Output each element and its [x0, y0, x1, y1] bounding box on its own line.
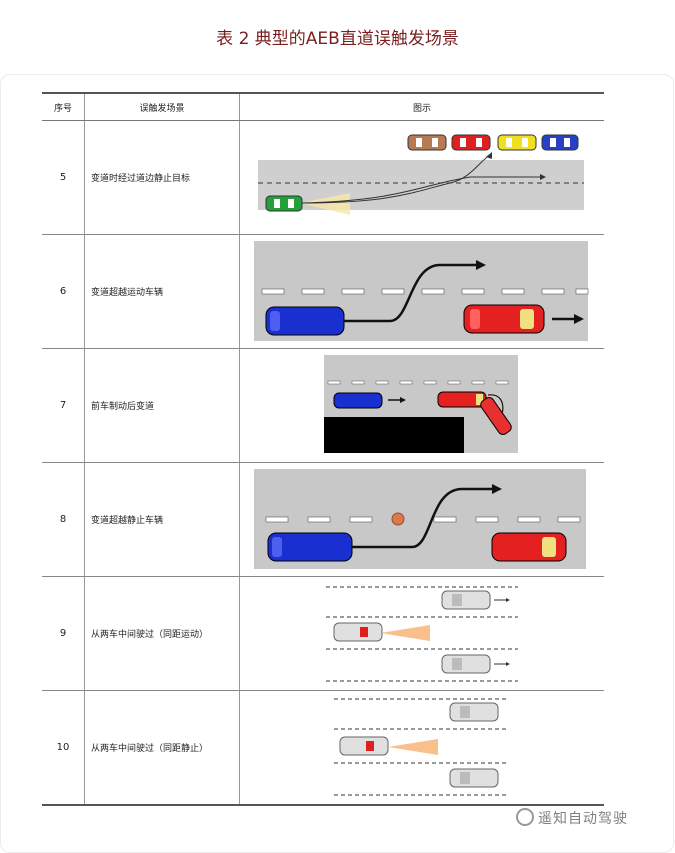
ego-car-green [265, 195, 303, 212]
side-car-bottom [441, 654, 491, 674]
table-header-row: 序号 误触发场景 图示 [42, 92, 604, 121]
target-car-red [463, 304, 545, 334]
row-number: 5 [42, 120, 85, 235]
row-scenario: 从两车中间驶过（同距静止） [84, 690, 240, 806]
target-car-red-turning [480, 397, 512, 435]
figure-cell [239, 234, 604, 349]
figure-lane-change-roadside-target [258, 134, 584, 215]
row-number: 6 [42, 234, 85, 349]
header-scenario: 误触发场景 [84, 92, 240, 121]
table-row: 8 变道超越静止车辆 [42, 462, 604, 577]
row-scenario: 变道时经过道边静止目标 [84, 120, 240, 235]
parked-car-brown [407, 134, 447, 151]
ego-car-blue [333, 392, 383, 409]
wechat-icon [516, 808, 534, 826]
row-number: 9 [42, 576, 85, 691]
side-car-bottom [449, 768, 499, 788]
figure-cell [239, 690, 604, 806]
parked-car-yellow [497, 134, 537, 151]
header-figure: 图示 [239, 92, 604, 121]
table-row: 9 从两车中间驶过（同距运动） [42, 576, 604, 691]
row-number: 7 [42, 348, 85, 463]
figure-overtake-moving-vehicle [254, 241, 589, 341]
table-row: 6 变道超越运动车辆 [42, 234, 604, 349]
row-scenario: 从两车中间驶过（同距运动） [84, 576, 240, 691]
row-scenario: 变道超越运动车辆 [84, 234, 240, 349]
parked-car-red [451, 134, 491, 151]
row-number: 10 [42, 690, 85, 806]
stationary-car-red [491, 532, 567, 562]
ego-car-grey [333, 622, 383, 642]
side-car-top [449, 702, 499, 722]
figure-cell [239, 576, 604, 691]
figure-pass-between-stationary [334, 698, 508, 796]
figure-cell [239, 348, 604, 463]
ego-car-blue [267, 532, 353, 562]
figure-front-brake-lane-change [324, 355, 518, 453]
row-number: 8 [42, 462, 85, 577]
table-row: 10 从两车中间驶过（同距静止） [42, 690, 604, 806]
scenario-table: 序号 误触发场景 图示 5 变道时经过道边静止目标 [42, 92, 604, 806]
ego-car-blue [265, 306, 345, 336]
table-row: 7 前车制动后变道 [42, 348, 604, 463]
target-car-red [437, 391, 487, 408]
figure-overtake-stationary-vehicle [254, 469, 586, 569]
row-scenario: 前车制动后变道 [84, 348, 240, 463]
figure-cell [239, 462, 604, 577]
watermark: 遥知自动驾驶 [516, 808, 628, 828]
figure-pass-between-moving [326, 586, 518, 682]
watermark-text: 遥知自动驾驶 [538, 811, 628, 827]
side-car-top [441, 590, 491, 610]
table-row: 5 变道时经过道边静止目标 [42, 120, 604, 235]
page-title: 表 2 典型的AEB直道误触发场景 [216, 29, 459, 49]
figure-cell [239, 120, 604, 235]
parked-car-blue [541, 134, 579, 151]
row-scenario: 变道超越静止车辆 [84, 462, 240, 577]
ego-car-grey [339, 736, 389, 756]
header-no: 序号 [42, 92, 85, 121]
